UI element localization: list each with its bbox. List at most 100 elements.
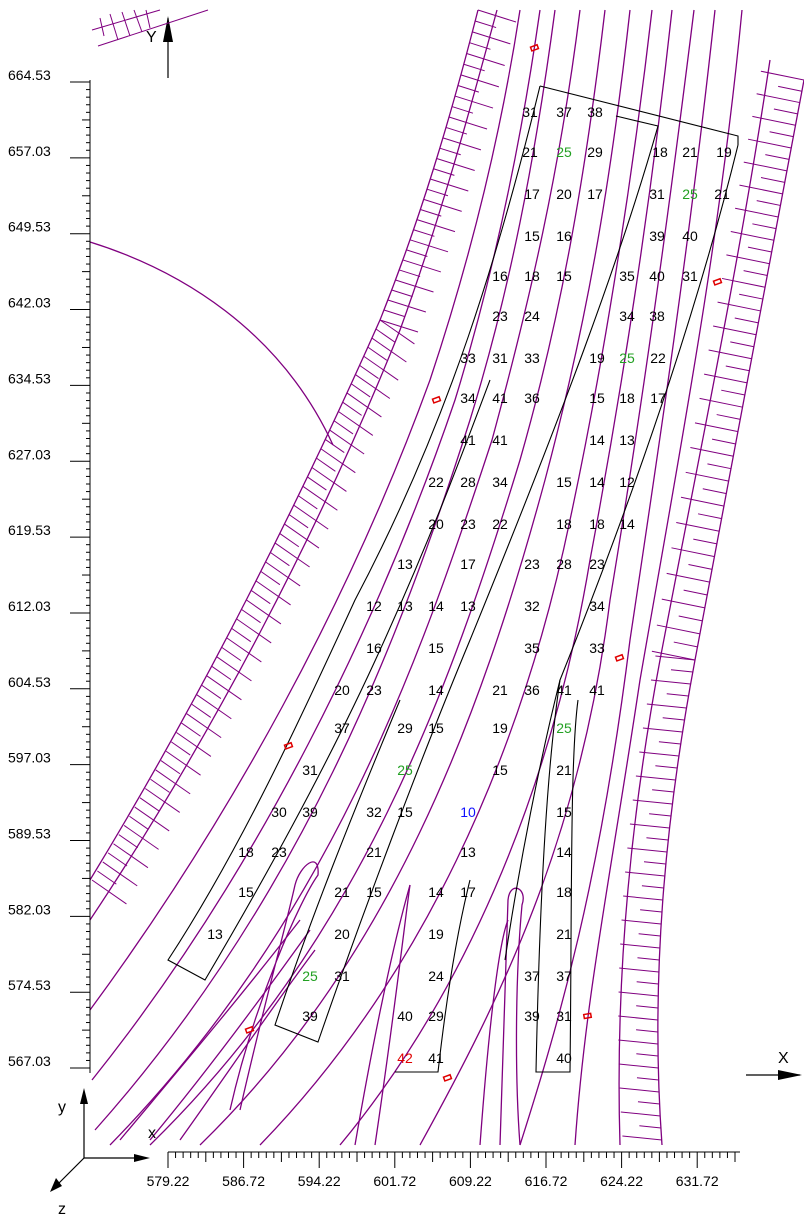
- elevation-value: 12: [619, 474, 635, 490]
- hatch-line: [646, 703, 687, 709]
- hatch-line: [655, 765, 678, 769]
- elevation-value: 16: [492, 268, 508, 284]
- elevation-value: 35: [619, 268, 635, 284]
- y-tick-label: 619.53: [8, 522, 51, 538]
- hatch-line: [457, 85, 480, 93]
- contour-low-1: [119, 919, 301, 1141]
- elevation-value: 41: [556, 682, 572, 698]
- hatch-line: [618, 1015, 658, 1021]
- elevation-value: 17: [460, 556, 476, 572]
- y-tick-labels: 664.53657.03649.53642.03634.53627.03619.…: [8, 67, 51, 1069]
- hatch-line: [643, 861, 666, 865]
- hatch-line: [618, 991, 659, 997]
- hatch-line: [186, 713, 222, 739]
- elevation-value: 14: [428, 598, 444, 614]
- y-tick-marks: [70, 81, 90, 1069]
- hatch-line: [642, 727, 683, 733]
- hatch-line: [752, 115, 796, 126]
- hatch-line: [639, 751, 679, 757]
- hatch-line: [629, 823, 670, 829]
- hatch-line: [298, 495, 318, 510]
- elevation-value: 37: [556, 968, 572, 984]
- hatch-line: [656, 624, 701, 635]
- hatch-line: [646, 837, 669, 841]
- arc-line: [89, 241, 334, 446]
- hatch-line: [123, 825, 159, 850]
- hatch-line: [627, 847, 668, 853]
- hatch-line: [165, 750, 201, 776]
- x-tick-label: 594.22: [298, 1173, 341, 1189]
- hatch-line: [270, 552, 290, 567]
- hatch-line: [442, 137, 482, 151]
- elevation-value: 10: [460, 804, 476, 820]
- hatch-line: [255, 580, 291, 606]
- hatch-line: [375, 328, 396, 343]
- hatch-line: [711, 438, 736, 445]
- elevation-value: 31: [302, 762, 318, 778]
- elevation-value: 40: [397, 1008, 413, 1024]
- hatch-line: [666, 693, 689, 697]
- hatch-line: [379, 319, 415, 345]
- hatch-line: [702, 488, 727, 495]
- elevation-value: 36: [524, 682, 540, 698]
- hatch-line: [688, 564, 713, 570]
- elevation-value: 14: [556, 844, 572, 860]
- hatch-line: [409, 239, 449, 253]
- hatch-line: [778, 85, 802, 92]
- hatch-line: [445, 126, 468, 135]
- hatch-line: [302, 485, 338, 511]
- hatch-line: [139, 797, 160, 812]
- hatch-line: [730, 231, 774, 241]
- elevation-value: 31: [682, 268, 698, 284]
- hatch-line: [704, 373, 748, 384]
- contour-9: [419, 9, 695, 1146]
- hatch-line: [769, 131, 794, 138]
- hatch-line: [652, 789, 674, 793]
- hatch-line: [395, 279, 434, 293]
- hatch-line: [265, 561, 301, 587]
- hatch-line: [118, 834, 139, 849]
- elevation-value: 22: [650, 350, 666, 366]
- elevation-value: 17: [524, 186, 540, 202]
- elevation-value: 23: [492, 308, 508, 324]
- y-tick-label: 574.53: [8, 977, 51, 993]
- elevation-value: 14: [589, 432, 605, 448]
- elevation-value: 29: [587, 144, 603, 160]
- hatch-line: [311, 467, 347, 492]
- hatch-line: [730, 341, 755, 348]
- red-markers: [244, 43, 723, 1082]
- hatch-line: [670, 669, 693, 673]
- hatch-line: [671, 547, 715, 558]
- elevation-value: 20: [556, 186, 572, 202]
- hatch-line: [320, 448, 356, 474]
- contour-low-3: [179, 949, 316, 1141]
- hatch-line: [765, 154, 790, 160]
- elevation-value: 21: [366, 844, 382, 860]
- elevation-value: 15: [428, 720, 444, 736]
- hatch-line: [739, 293, 764, 300]
- elevation-value: 28: [556, 556, 572, 572]
- north-arrow: Y: [91, 9, 209, 78]
- elevation-value: 15: [589, 390, 605, 406]
- elevation-value: 17: [650, 390, 666, 406]
- elevation-value: 39: [649, 228, 665, 244]
- hatch-line: [747, 246, 772, 253]
- island-1: [229, 861, 319, 1111]
- east-arrow: X: [746, 1050, 802, 1080]
- hatch-line: [355, 374, 391, 399]
- hatch-line: [387, 299, 427, 313]
- elevation-value: 33: [589, 640, 605, 656]
- hatch-line: [743, 161, 787, 172]
- elevation-value: 22: [428, 474, 444, 490]
- contour-11: [574, 9, 743, 1146]
- elevation-value: 23: [271, 844, 287, 860]
- hatch-line: [636, 1053, 659, 1057]
- x-tick-label: 631.72: [676, 1173, 719, 1189]
- hatch-line: [279, 533, 300, 548]
- elevation-value: 34: [460, 390, 476, 406]
- elevation-value: 15: [524, 228, 540, 244]
- hatch-line: [756, 93, 800, 104]
- hatch-line: [725, 365, 750, 372]
- hatch-line: [171, 741, 191, 756]
